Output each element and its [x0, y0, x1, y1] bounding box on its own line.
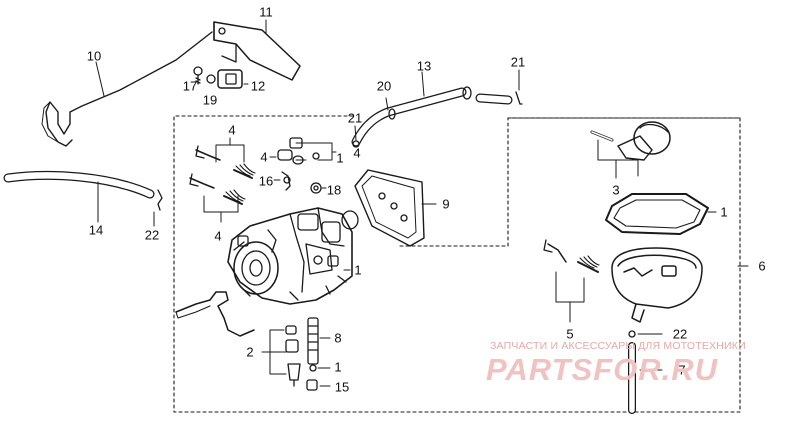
callout-4-right: 4: [353, 145, 361, 161]
emulsion-tube-part-8: [307, 317, 319, 365]
watermark-tagline: ЗАПЧАСТИ И АКСЕССУАРЫ ДЛЯ МОТОТЕХНИКИ: [490, 340, 746, 352]
throttle-rod-part-10: [41, 31, 213, 147]
callout-15: 15: [334, 379, 350, 395]
drain-hose-part-14: [3, 170, 155, 199]
callout-3: 3: [612, 182, 620, 198]
callout-11: 11: [259, 4, 273, 20]
callout-21-center: 21: [347, 110, 363, 126]
pin-part-22: [628, 330, 636, 338]
gasket-plate-part-9: [354, 169, 425, 247]
pilot-screw-upper: [195, 145, 256, 179]
callout-8: 8: [334, 330, 342, 346]
callout-4-top: 4: [228, 122, 236, 138]
callout-14: 14: [88, 222, 104, 238]
callout-10: 10: [86, 48, 102, 64]
carburetor-body: [227, 207, 353, 305]
clip-part-21-lower: [352, 140, 360, 148]
callout-2: 2: [246, 344, 254, 360]
needle-part-16: [281, 171, 291, 191]
callout-17: 17: [182, 78, 198, 94]
fuel-hose-part-13: [351, 86, 513, 147]
carb-group-frame: [173, 115, 741, 413]
choke-link-rod: [175, 291, 255, 337]
washer-part-19: [206, 74, 216, 84]
callout-1-jets: 1: [336, 150, 344, 166]
washer-part-18: [310, 182, 322, 194]
callout-4-mid: 4: [260, 149, 268, 165]
callout-5: 5: [566, 326, 574, 342]
o-ring-part-9: [341, 210, 359, 230]
watermark-logo: PARTSFOR.RU: [486, 352, 719, 387]
float-bowl: [611, 247, 703, 323]
callout-13: 13: [416, 58, 432, 74]
callout-1-body: 1: [354, 262, 362, 278]
callout-21-top: 21: [510, 54, 526, 70]
callout-1-gasket: 1: [720, 204, 728, 220]
pilot-screw-lower: [189, 173, 246, 205]
o-ring-part-1-lower: [309, 364, 317, 372]
bracket-part-11: [213, 21, 301, 81]
callout-7: 7: [678, 362, 686, 378]
clip-part-21: [515, 91, 523, 105]
callout-18: 18: [326, 182, 342, 198]
callout-9: 9: [442, 196, 450, 212]
clamp-part-12: [217, 69, 243, 89]
callout-19: 19: [202, 92, 218, 108]
callout-16: 16: [258, 173, 274, 189]
callout-12: 12: [250, 78, 266, 94]
screw-part-17: [193, 66, 203, 85]
float-part-3: [590, 121, 671, 161]
callout-20: 20: [376, 78, 392, 94]
callout-22-right: 22: [672, 326, 688, 342]
clip-part-22: [157, 189, 163, 211]
callout-6: 6: [758, 258, 766, 274]
callout-4-bottom: 4: [214, 228, 222, 244]
callout-22-left: 22: [144, 227, 160, 243]
needle-jet-parts-5: [543, 239, 600, 273]
plug-part-15: [306, 379, 318, 391]
callout-1-bottom: 1: [334, 359, 342, 375]
float-gasket-part-1: [605, 193, 709, 235]
main-jet-parts: [285, 325, 301, 387]
